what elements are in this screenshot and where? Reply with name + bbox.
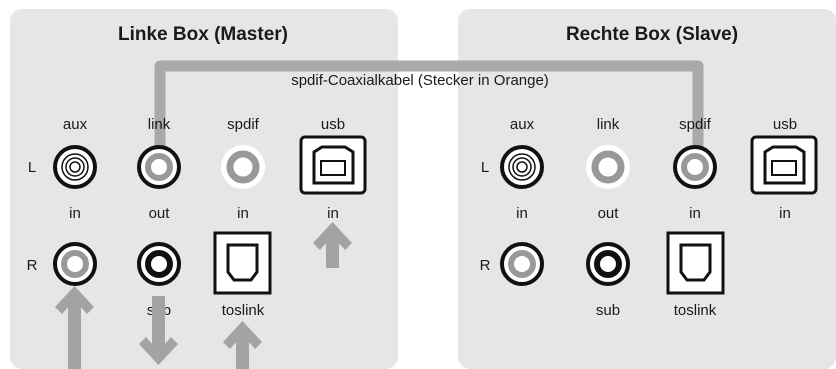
right-label-in: in [516, 205, 528, 222]
arrow-up-icon [313, 222, 352, 268]
rca-jack-icon [586, 145, 630, 189]
left-label-in: in [69, 205, 81, 222]
arrow-up-icon [223, 321, 262, 369]
right-label-aux: aux [510, 116, 535, 133]
right-label-sub: sub [596, 302, 620, 319]
rca-jack-icon [673, 145, 717, 189]
left-box-panel [10, 9, 398, 369]
toslink-port-icon [666, 231, 725, 295]
left-box-title: Linke Box (Master) [118, 24, 288, 45]
left-row-l-label: L [28, 159, 36, 176]
right-label-in: in [779, 205, 791, 222]
rca-jack-icon [586, 242, 630, 286]
rca-jack-icon [221, 145, 265, 189]
right-box-title: Rechte Box (Slave) [566, 24, 738, 45]
right-label-spdif: spdif [679, 116, 712, 133]
right-label-usb: usb [773, 116, 797, 133]
left-row-r-label: R [27, 257, 38, 274]
left-label-spdif: spdif [227, 116, 260, 133]
left-label-in: in [327, 205, 339, 222]
left-label-in: in [237, 205, 249, 222]
left-label-toslink: toslink [222, 302, 265, 319]
left-label-usb: usb [321, 116, 345, 133]
left-label-out: out [149, 205, 171, 222]
cable-label: spdif-Coaxialkabel (Stecker in Orange) [291, 72, 549, 89]
toslink-port-icon [213, 231, 272, 295]
rca-jack-icon [500, 145, 544, 189]
rca-jack-icon [53, 145, 97, 189]
left-label-aux: aux [63, 116, 88, 133]
right-label-link: link [597, 116, 620, 133]
right-row-r-label: R [480, 257, 491, 274]
usb-b-port-icon [750, 135, 818, 195]
rca-jack-icon [137, 242, 181, 286]
right-row-l-label: L [481, 159, 489, 176]
usb-b-port-icon [299, 135, 367, 195]
right-label-in: in [689, 205, 701, 222]
right-label-out: out [598, 205, 620, 222]
arrow-up-icon [55, 286, 94, 369]
right-label-toslink: toslink [674, 302, 717, 319]
spdif-coax-cable [154, 60, 704, 168]
rca-jack-icon [53, 242, 97, 286]
rca-jack-icon [137, 145, 181, 189]
rca-jack-icon [500, 242, 544, 286]
left-label-link: link [148, 116, 171, 133]
arrow-down-icon [139, 296, 178, 365]
right-box-panel [458, 9, 836, 369]
